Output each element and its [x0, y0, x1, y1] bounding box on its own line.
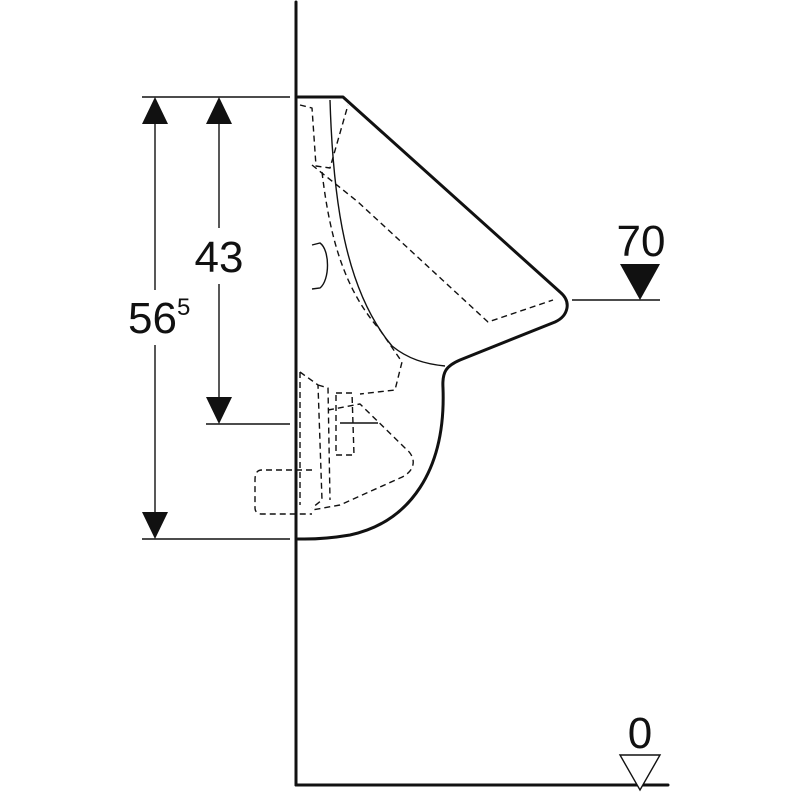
hidden-trap-coupling	[299, 371, 331, 509]
dimension-43: 43	[195, 97, 290, 425]
hidden-flush-cone	[311, 164, 554, 323]
urinal-outline	[296, 95, 569, 541]
dimension-43-arrow-top	[206, 97, 232, 124]
level-0-triangle	[618, 754, 662, 792]
level-70-triangle	[620, 264, 660, 300]
level-0-label: 0	[628, 709, 652, 758]
svg-text:565: 565	[128, 294, 190, 343]
hidden-outlet-pipe	[254, 469, 312, 515]
bowl-inner-curve	[329, 99, 446, 367]
hidden-bowl-wall	[321, 171, 403, 395]
hidden-trap-flange	[335, 392, 355, 456]
hidden-waste-trap	[311, 403, 414, 511]
dimension-56-5-label: 56	[128, 294, 177, 343]
level-0-marker: 0	[618, 709, 662, 792]
hidden-lines	[254, 104, 554, 515]
level-70-marker: 70	[572, 217, 666, 301]
dimension-56-5: 565	[128, 96, 290, 540]
dimension-43-arrow-bottom	[206, 397, 232, 424]
inlet-opening	[311, 242, 329, 290]
dimension-56-5-arrow-top	[142, 97, 168, 124]
dimension-56-5-arrow-bottom	[142, 512, 168, 539]
level-70-label: 70	[617, 217, 666, 266]
dimension-56-5-superscript: 5	[177, 294, 190, 321]
wall-and-floor	[294, 0, 670, 787]
hidden-upper-pipe	[299, 104, 349, 169]
dimension-43-label: 43	[195, 233, 244, 282]
